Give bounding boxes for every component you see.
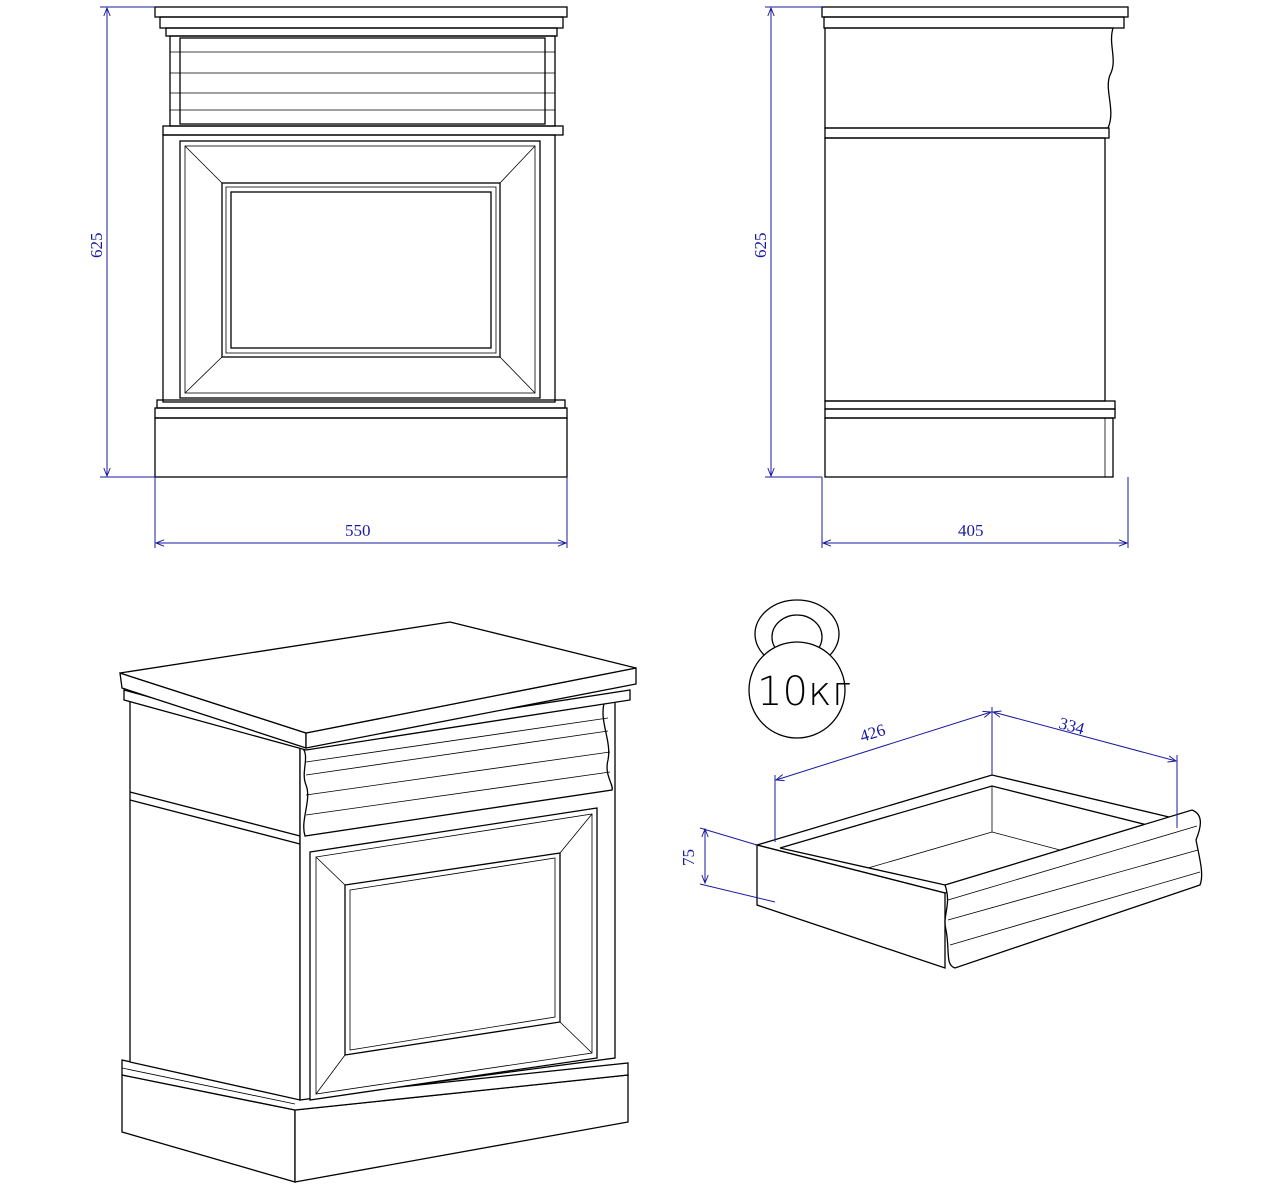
side-dimensions: 625 405 xyxy=(751,6,1129,548)
front-view xyxy=(154,6,568,478)
drawer-height-label: 75 xyxy=(679,849,698,866)
drawer-width-label: 426 xyxy=(858,720,888,746)
isometric-cabinet xyxy=(119,621,637,1183)
side-height-label: 625 xyxy=(751,233,770,259)
side-depth-label: 405 xyxy=(958,521,984,540)
front-width-label: 550 xyxy=(345,521,371,540)
isometric-drawer xyxy=(754,774,1203,969)
front-height-label: 625 xyxy=(87,233,106,259)
side-view xyxy=(821,6,1129,478)
load-capacity-label: 10кг xyxy=(757,669,851,715)
drawer-depth-label: 334 xyxy=(1057,714,1087,739)
weight-load-icon: 10кг xyxy=(748,599,851,739)
front-dimensions: 625 550 xyxy=(87,6,568,548)
